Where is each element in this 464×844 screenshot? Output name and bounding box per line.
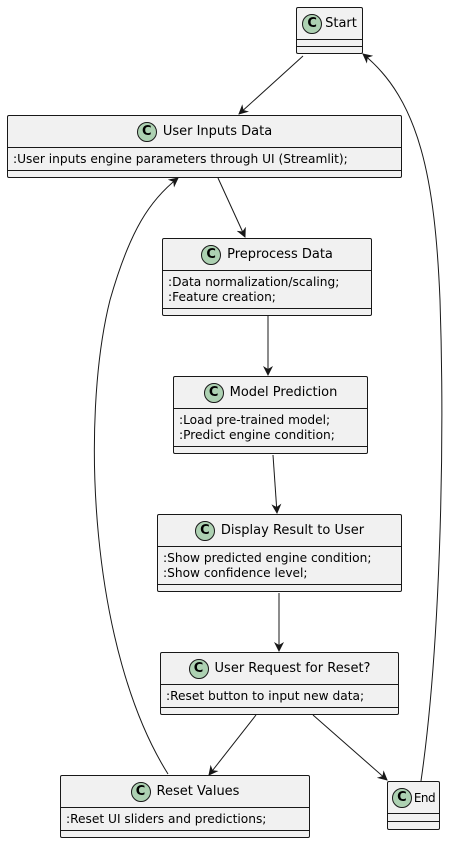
- class-stereotype-icon: C: [130, 781, 151, 802]
- edge-reset-values-to-user-inputs: [93, 177, 179, 775]
- edge-start-to-user-inputs: [238, 55, 304, 115]
- class-title: End: [413, 790, 436, 805]
- class-title: Start: [325, 16, 357, 31]
- class-attribute: :Show predicted engine condition;: [163, 551, 372, 565]
- edge-model-prediction-to-display-result: [271, 454, 282, 514]
- class-attribute: :Feature creation;: [168, 290, 276, 304]
- class-attribute: :Data normalization/scaling;: [168, 275, 340, 289]
- edge-end-to-start: [362, 53, 443, 782]
- class-stereotype-icon: C: [188, 658, 209, 679]
- class-start: C Start: [296, 7, 363, 54]
- class-user-request-reset: C User Request for Reset? :Reset button …: [160, 652, 399, 715]
- class-title: Preprocess Data: [227, 247, 333, 262]
- class-stereotype-icon: C: [391, 787, 412, 808]
- class-attribute: :Reset UI sliders and predictions;: [66, 812, 267, 826]
- class-attribute: :Predict engine condition;: [179, 428, 335, 442]
- class-attribute: :Reset button to input new data;: [166, 689, 365, 703]
- class-user-inputs-data: C User Inputs Data :User inputs engine p…: [7, 115, 402, 178]
- class-title: Display Result to User: [220, 523, 365, 538]
- class-model-prediction: C Model Prediction :Load pre-trained mod…: [173, 376, 368, 454]
- class-title: User Inputs Data: [162, 124, 273, 139]
- class-display-result: C Display Result to User :Show predicted…: [157, 514, 402, 592]
- class-title: Model Prediction: [229, 385, 338, 400]
- class-title: Reset Values: [156, 784, 240, 799]
- class-stereotype-icon: C: [302, 13, 323, 34]
- class-attribute: :Load pre-trained model;: [179, 413, 331, 427]
- edge-user-inputs-to-preprocess: [217, 177, 246, 238]
- class-end: C End: [387, 781, 440, 830]
- edge-reset-request-to-end: [312, 714, 388, 781]
- edge-reset-request-to-reset-values: [208, 714, 257, 776]
- class-stereotype-icon: C: [194, 520, 215, 541]
- class-attribute: :User inputs engine parameters through U…: [13, 152, 348, 166]
- class-title: User Request for Reset?: [214, 661, 371, 676]
- class-stereotype-icon: C: [201, 244, 222, 265]
- class-stereotype-icon: C: [203, 382, 224, 403]
- class-reset-values: C Reset Values :Reset UI sliders and pre…: [60, 775, 310, 838]
- class-stereotype-icon: C: [136, 121, 157, 142]
- class-preprocess-data: C Preprocess Data :Data normalization/sc…: [162, 238, 372, 316]
- class-attribute: :Show confidence level;: [163, 566, 308, 580]
